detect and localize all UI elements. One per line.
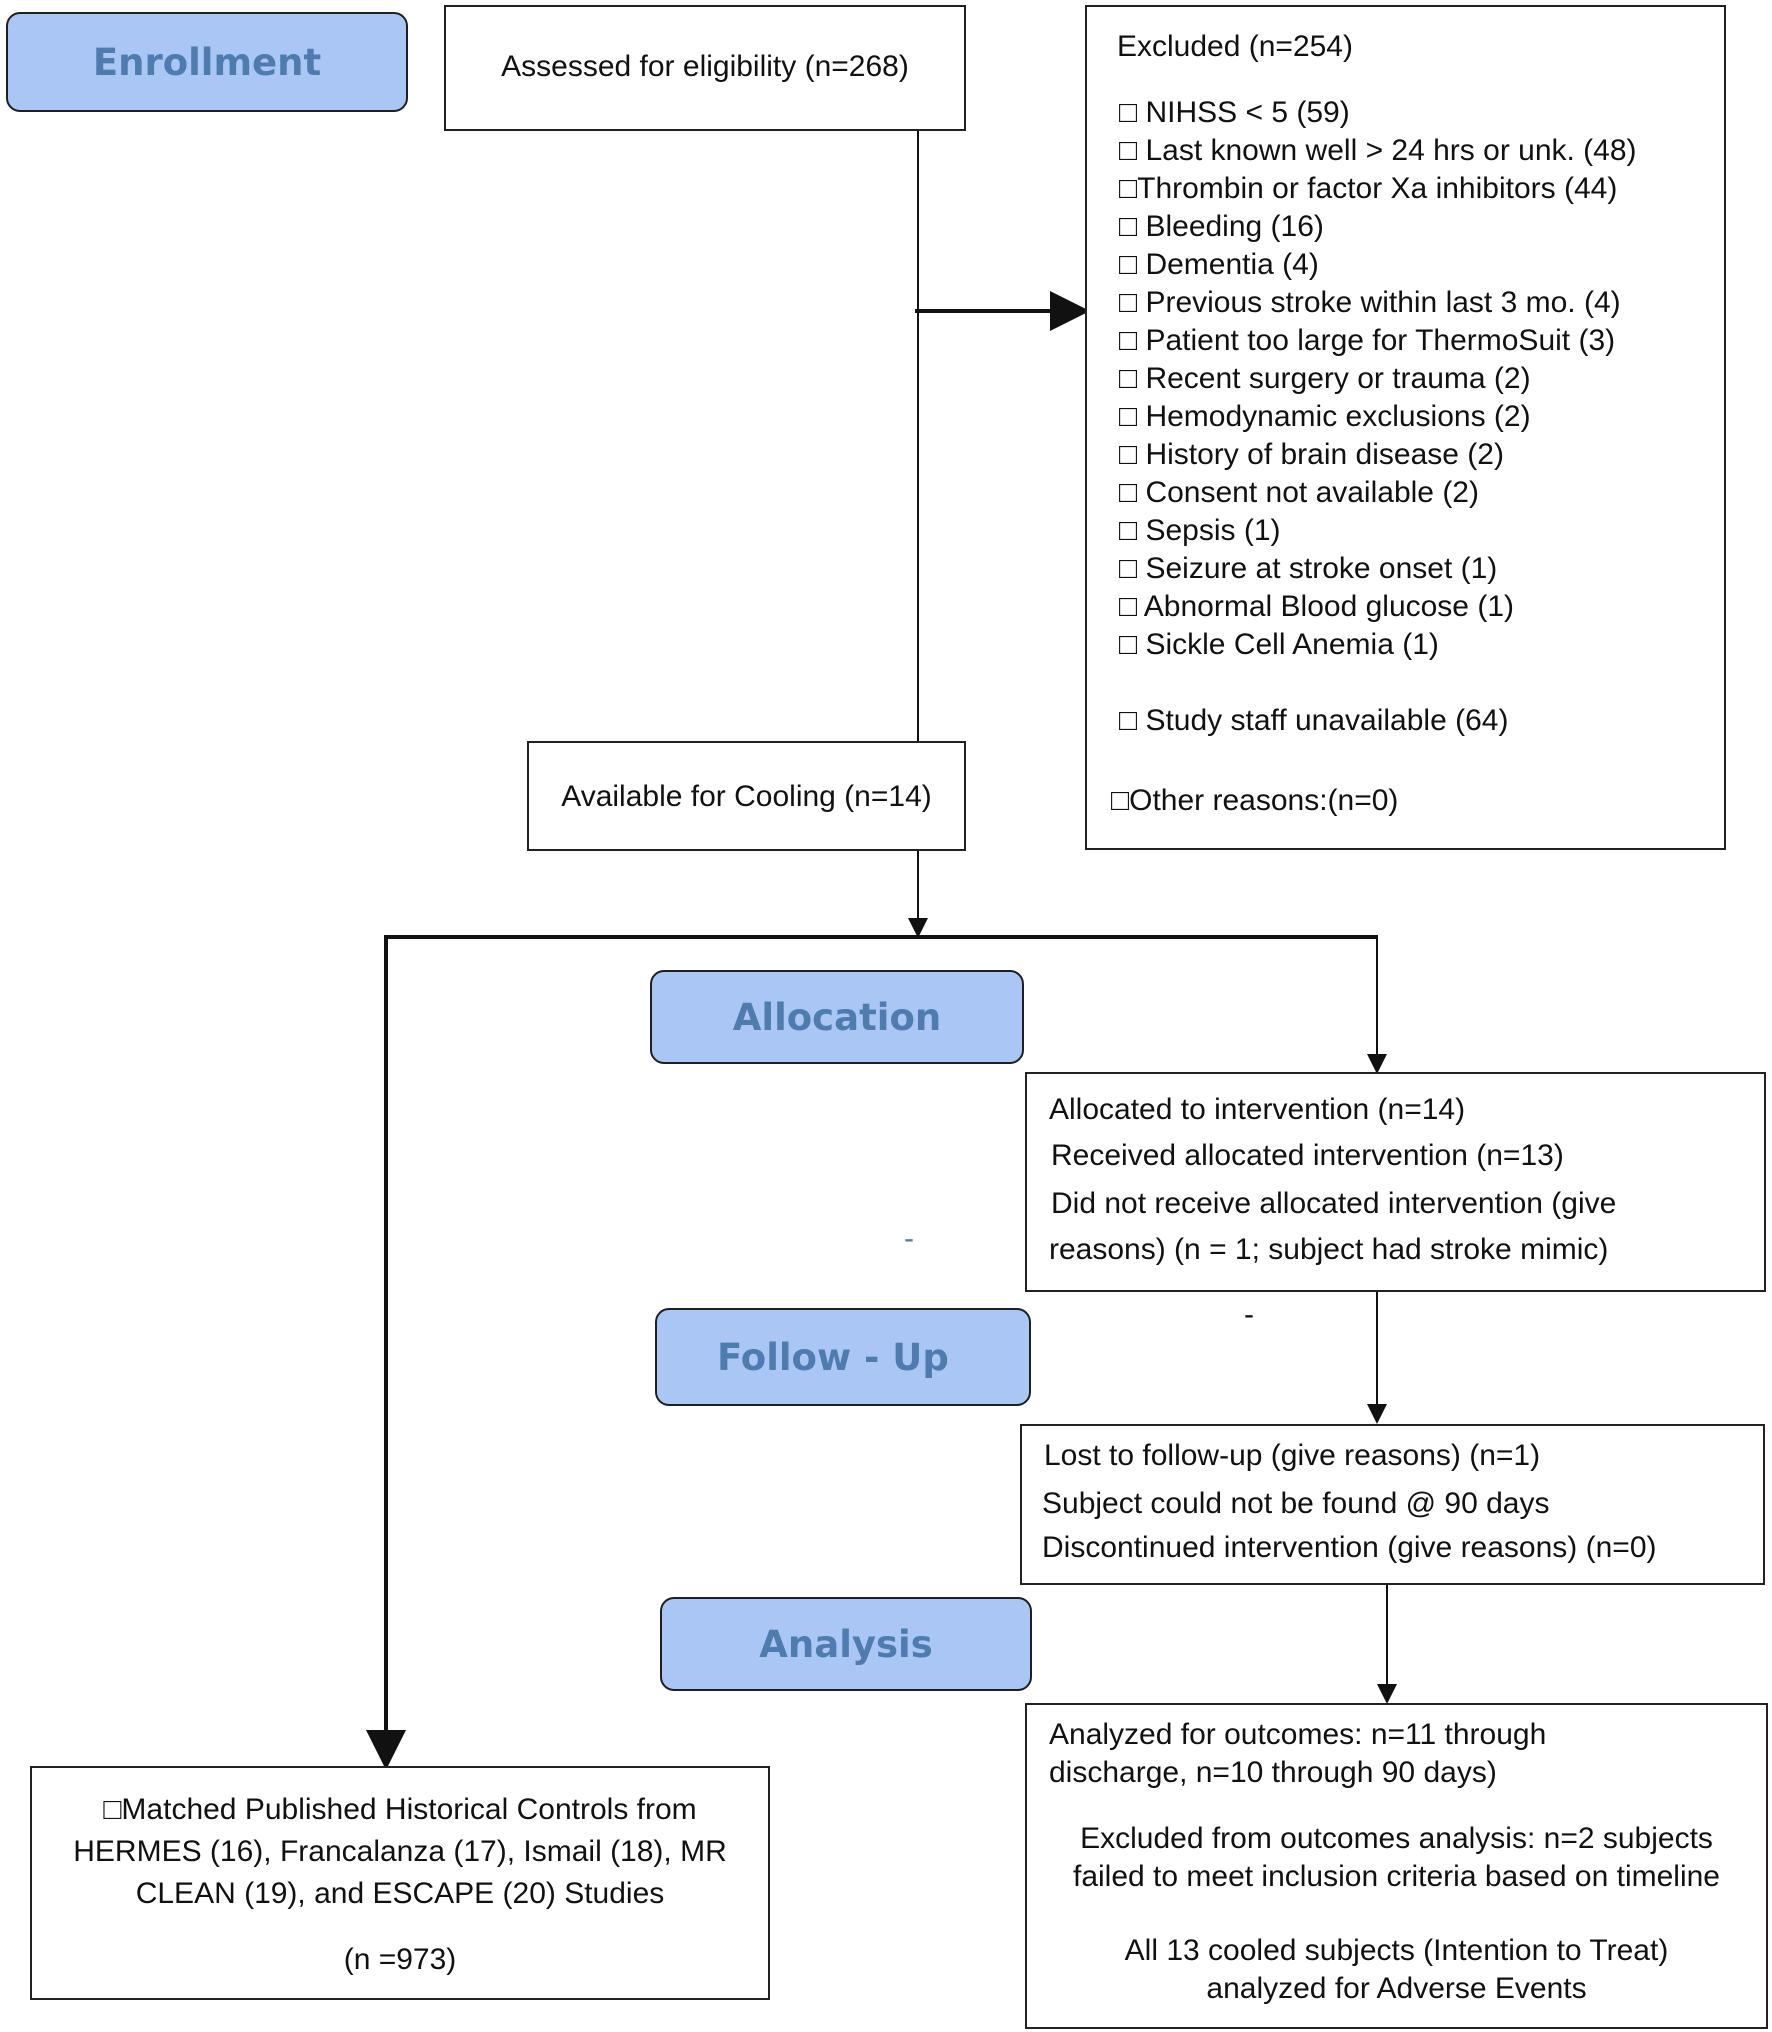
excluded-item: □ Patient too large for ThermoSuit (3) xyxy=(1119,324,1616,357)
allocated-line: Allocated to intervention (n=14) xyxy=(1049,1093,1466,1126)
excluded-other: □Other reasons:(n=0) xyxy=(1111,784,1399,817)
analyzed-line: analyzed for Adverse Events xyxy=(1206,1972,1587,2005)
analyzed-line: failed to meet inclusion criteria based … xyxy=(1072,1860,1720,1893)
excluded-item: □ Recent surgery or trauma (2) xyxy=(1119,362,1531,395)
excluded-title: Excluded (n=254) xyxy=(1117,30,1353,63)
excluded-item: □ NIHSS < 5 (59) xyxy=(1119,96,1350,129)
controls-box: □Matched Published Historical Controls f… xyxy=(30,1766,770,2000)
allocated-line: Did not receive allocated intervention (… xyxy=(1051,1187,1617,1220)
excluded-box: Excluded (n=254) □ NIHSS < 5 (59) □ Last… xyxy=(1085,5,1726,850)
excluded-item: □ Sickle Cell Anemia (1) xyxy=(1119,628,1439,661)
excluded-staff: □ Study staff unavailable (64) xyxy=(1119,704,1509,737)
lost-line: Lost to follow-up (give reasons) (n=1) xyxy=(1044,1439,1541,1472)
controls-line: CLEAN (19), and ESCAPE (20) Studies xyxy=(135,1877,665,1910)
excluded-item: □ Previous stroke within last 3 mo. (4) xyxy=(1119,286,1621,319)
analyzed-line: Analyzed for outcomes: n=11 through xyxy=(1049,1718,1547,1751)
allocated-box: Allocated to intervention (n=14) Receive… xyxy=(1025,1072,1766,1292)
allocated-line: reasons) (n = 1; subject had stroke mimi… xyxy=(1049,1233,1609,1266)
excluded-item: □ Last known well > 24 hrs or unk. (48) xyxy=(1119,134,1637,167)
excluded-item: □ History of brain disease (2) xyxy=(1119,438,1504,471)
excluded-item: □ Dementia (4) xyxy=(1119,248,1319,281)
analyzed-line: All 13 cooled subjects (Intention to Tre… xyxy=(1124,1934,1669,1967)
excluded-item: □ Consent not available (2) xyxy=(1119,476,1479,509)
controls-line: □Matched Published Historical Controls f… xyxy=(103,1793,697,1826)
controls-n: (n =973) xyxy=(343,1943,457,1976)
dash-mark: - xyxy=(1244,1298,1254,1331)
lost-box: Lost to follow-up (give reasons) (n=1) S… xyxy=(1020,1424,1765,1585)
analyzed-line: Excluded from outcomes analysis: n=2 sub… xyxy=(1080,1822,1713,1855)
phase-follow-up: Follow - Up xyxy=(655,1308,1031,1406)
excluded-item: □ Bleeding (16) xyxy=(1119,210,1324,243)
lost-line: Subject could not be found @ 90 days xyxy=(1042,1487,1550,1520)
assessed-label: Assessed for eligibility (n=268) xyxy=(501,50,909,83)
excluded-item: □ Seizure at stroke onset (1) xyxy=(1119,552,1498,585)
controls-line: HERMES (16), Francalanza (17), Ismail (1… xyxy=(73,1835,727,1868)
allocated-line: Received allocated intervention (n=13) xyxy=(1051,1139,1564,1172)
assessed-box: Assessed for eligibility (n=268) xyxy=(444,5,966,131)
excluded-item: □ Sepsis (1) xyxy=(1119,514,1281,547)
excluded-item: □Thrombin or factor Xa inhibitors (44) xyxy=(1119,172,1618,205)
excluded-item: □ Abnormal Blood glucose (1) xyxy=(1119,590,1514,623)
analyzed-line: discharge, n=10 through 90 days) xyxy=(1049,1756,1497,1789)
analyzed-box: Analyzed for outcomes: n=11 through disc… xyxy=(1025,1703,1768,2029)
phase-analysis: Analysis xyxy=(660,1597,1032,1691)
phase-allocation: Allocation xyxy=(650,970,1024,1064)
excluded-item: □ Hemodynamic exclusions (2) xyxy=(1119,400,1531,433)
phase-enrollment: Enrollment xyxy=(6,12,408,112)
dash-mark: - xyxy=(904,1222,914,1255)
available-label: Available for Cooling (n=14) xyxy=(561,780,932,813)
available-box: Available for Cooling (n=14) xyxy=(527,741,966,851)
lost-line: Discontinued intervention (give reasons)… xyxy=(1042,1531,1657,1564)
